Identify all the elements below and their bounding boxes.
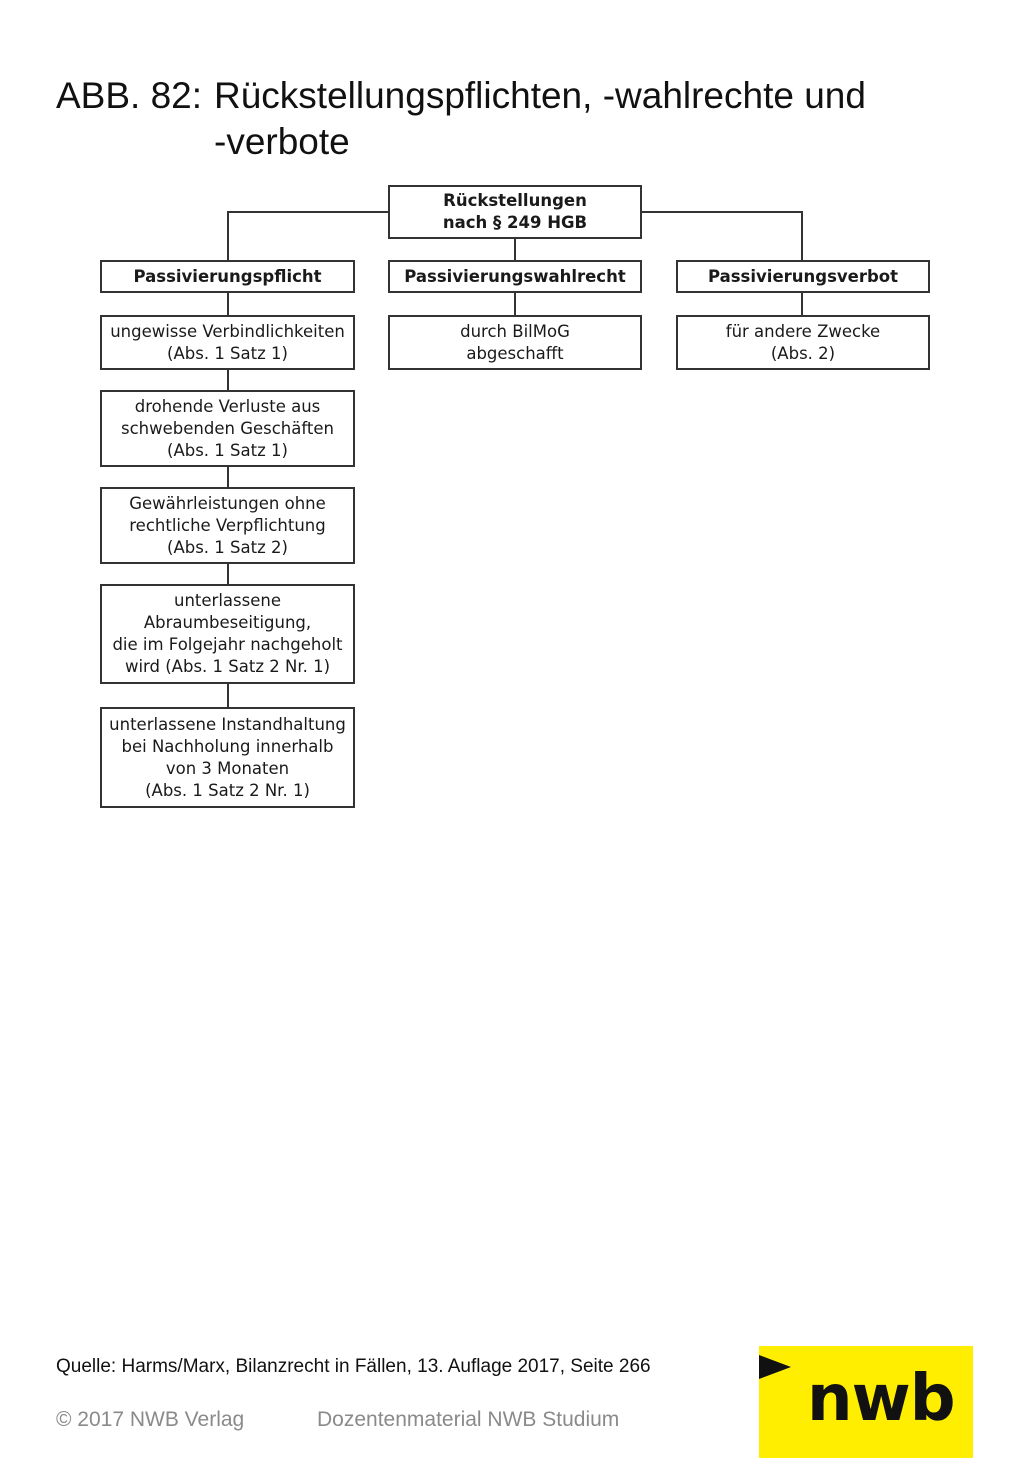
category-passivierungsverbot: Passivierungsverbot	[676, 260, 930, 293]
root-label: Rückstellungen nach § 249 HGB	[442, 191, 588, 232]
pflicht-item-3: Gewährleistungen ohne rechtliche Verpfli…	[100, 487, 355, 564]
verbot-item: für andere Zwecke (Abs. 2)	[676, 315, 930, 370]
connector-center-item	[514, 292, 516, 316]
category-passivierungspflicht: Passivierungspflicht	[100, 260, 355, 293]
source-citation: Quelle: Harms/Marx, Bilanzrecht in Fälle…	[56, 1356, 651, 1377]
connector-right-down	[801, 211, 803, 261]
footer-copyright: © 2017 NWB Verlag	[56, 1408, 245, 1431]
root-box: Rückstellungen nach § 249 HGB	[388, 185, 642, 239]
figure-number: ABB. 82:	[56, 75, 203, 116]
logo-text: nwb	[807, 1362, 955, 1436]
nwb-logo: nwb	[759, 1346, 973, 1458]
category-passivierungswahlrecht: Passivierungswahlrecht	[388, 260, 642, 293]
pflicht-item-4: unterlassene Abraumbeseitigung, die im F…	[100, 584, 355, 684]
wahlrecht-item: durch BilMoG abgeschafft	[388, 315, 642, 370]
title-line-1: Rückstellungspflichten, -wahlrechte und	[214, 75, 866, 116]
connector-root-left	[227, 211, 389, 213]
connector-center-down	[514, 238, 516, 261]
connector-left-down	[227, 211, 229, 261]
connector-root-right	[641, 211, 802, 213]
arrow-icon	[759, 1355, 791, 1379]
connector-right-item	[801, 292, 803, 316]
title-line-2: -verbote	[214, 121, 350, 162]
footer-course: Dozentenmaterial NWB Studium	[317, 1408, 620, 1431]
pflicht-item-1: ungewisse Verbindlichkeiten (Abs. 1 Satz…	[100, 315, 355, 370]
pflicht-item-5: unterlassene Instandhaltung bei Nachholu…	[100, 707, 355, 808]
pflicht-item-2: drohende Verluste aus schwebenden Geschä…	[100, 390, 355, 467]
